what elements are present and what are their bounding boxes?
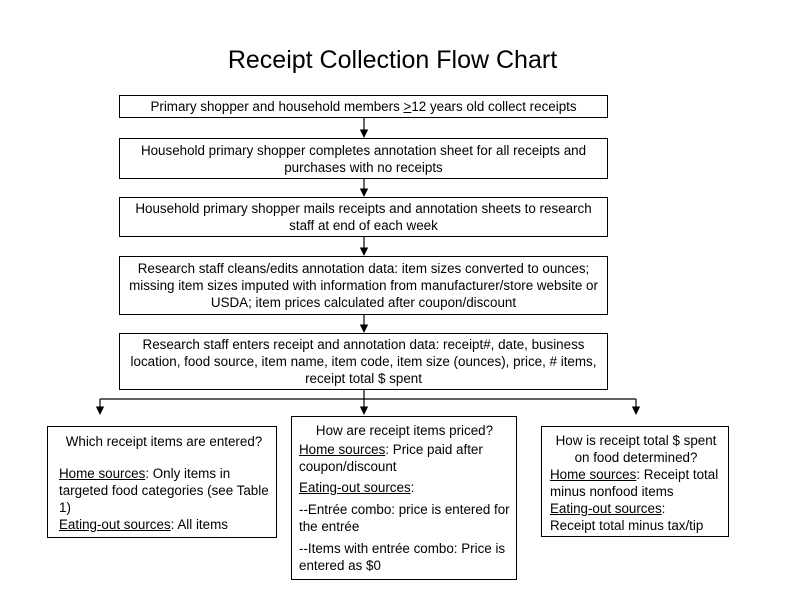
step-box-1: Primary shopper and household members >1… [119,95,608,118]
branch-2-home-label: Home sources [299,442,386,457]
branch-2-entree-combo: --Entrée combo: price is entered for the… [299,502,510,534]
branch-3-eating-text-2: Receipt total minus tax/tip [550,518,704,533]
branch-2-eating-label: Eating-out sources [299,480,411,495]
branch-box-entered: Which receipt items are entered? Home so… [47,426,277,538]
chart-title: Receipt Collection Flow Chart [227,46,558,74]
step-box-4: Research staff cleans/edits annotation d… [119,256,608,315]
branch-1-eating-text: : All items [170,517,228,532]
branch-1-home: Home sources: Only items in targeted foo… [59,465,269,516]
step-5-text: Research staff enters receipt and annota… [130,337,597,386]
branch-1-heading: Which receipt items are entered? [65,434,263,449]
branch-box-priced: How are receipt items priced? Home sourc… [291,416,517,580]
branch-2-home: Home sources: Price paid after coupon/di… [299,441,510,475]
branch-2-items-with-entree: --Items with entrée combo: Price is ente… [299,541,506,573]
branch-1-eating-label: Eating-out sources [59,517,171,532]
branch-3-heading: How is receipt total $ spent on food det… [555,433,717,465]
branch-3-eating: Eating-out sources: [550,500,722,517]
step-3-text: Household primary shopper mails receipts… [135,201,592,233]
branch-box-total: How is receipt total $ spent on food det… [541,426,729,537]
step-1-text-before: Primary shopper and household members [150,99,404,114]
step-box-5: Research staff enters receipt and annota… [119,333,608,390]
branch-2-home-text: : Price paid after coupon/discount [299,442,483,474]
step-4-text: Research staff cleans/edits annotation d… [129,261,598,310]
step-box-3: Household primary shopper mails receipts… [119,197,608,237]
branch-3-eating-text: : [661,501,666,516]
step-box-2: Household primary shopper completes anno… [119,138,608,179]
branch-3-home-text: : Receipt total minus nonfood items [550,467,719,499]
branch-1-home-label: Home sources [59,466,146,481]
branch-2-heading: How are receipt items priced? [315,423,494,438]
branch-3-home-label: Home sources [550,467,637,482]
step-2-text: Household primary shopper completes anno… [140,142,587,175]
branch-3-home: Home sources: Receipt total minus nonfoo… [550,466,722,500]
branch-1-home-text: : Only items in targeted food categories… [59,466,269,515]
branch-2-eating: Eating-out sources: [299,479,510,496]
branch-2-eating-text: : [410,480,415,495]
step-1-text-after: 12 years old collect receipts [411,99,577,114]
step-1-ge-symbol: > [403,99,412,114]
branch-1-eating: Eating-out sources: All items [59,516,269,533]
branch-3-eating-label: Eating-out sources [550,501,662,516]
